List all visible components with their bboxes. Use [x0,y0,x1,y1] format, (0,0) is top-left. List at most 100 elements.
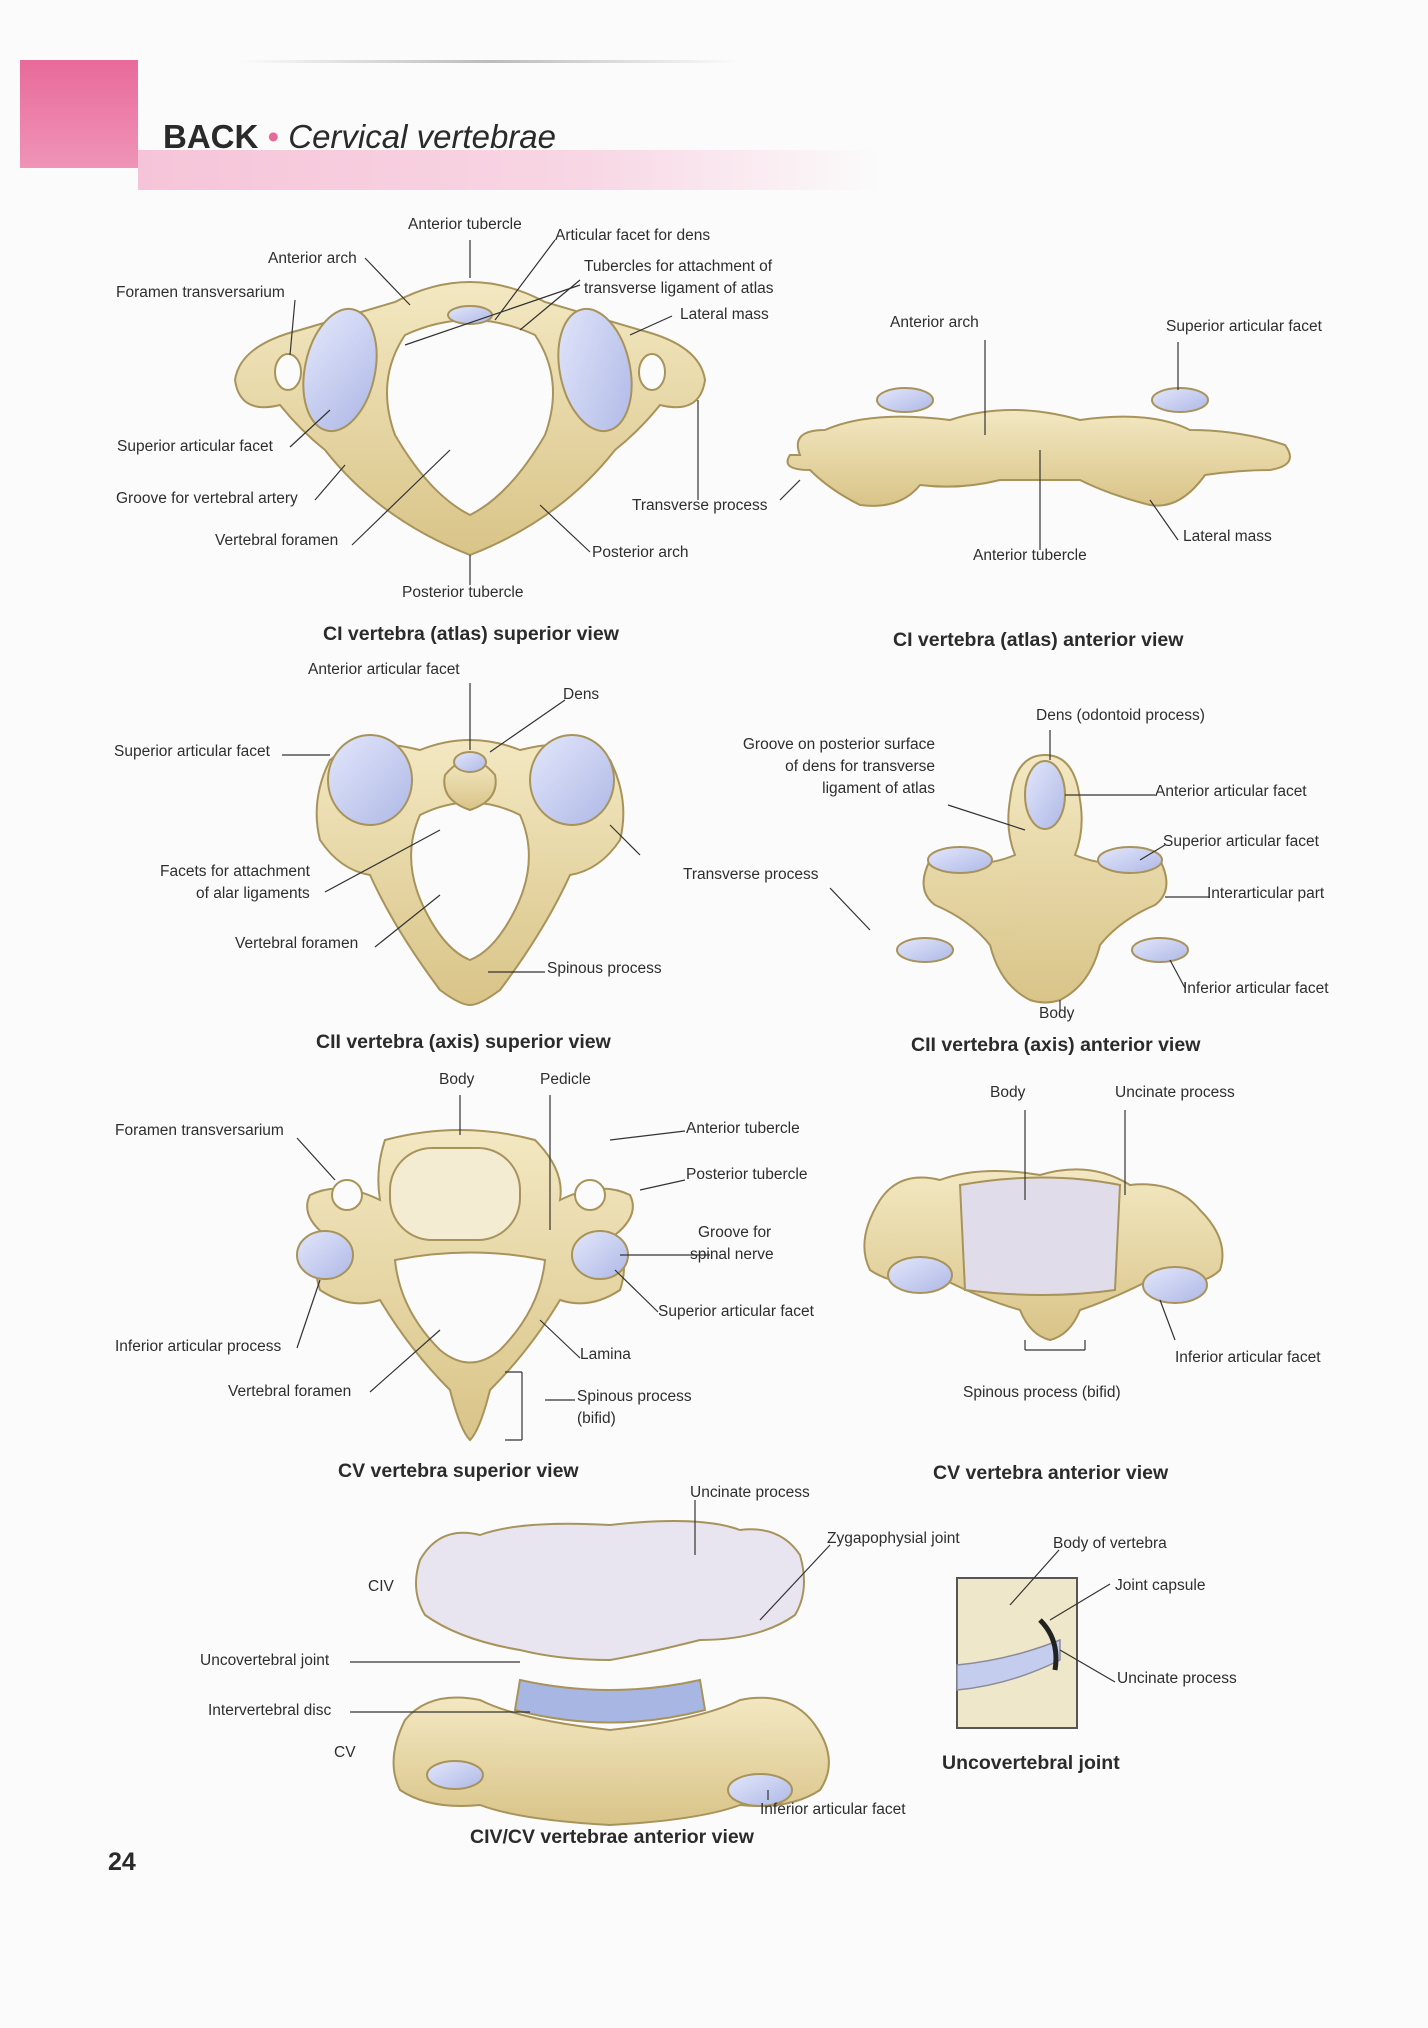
label-transverse-process: Transverse process [683,866,819,883]
label-pedicle: Pedicle [540,1071,591,1088]
title-separator: • [267,118,280,155]
header-rule [240,60,740,63]
label-spinous-process-bifid: Spinous process (bifid) [963,1384,1121,1401]
label-vertebral-foramen: Vertebral foramen [228,1383,352,1400]
label-zygapophysial-joint: Zygapophysial joint [827,1530,960,1547]
label-spinous-process: Spinous process [547,960,662,977]
label-superior-articular-facet: Superior articular facet [1166,318,1322,335]
label-groove-dens-3: ligament of atlas [822,780,935,797]
axis-anterior-illustration [896,753,1189,1004]
label-uncinate-process: Uncinate process [1117,1670,1237,1687]
label-groove-dens-2: of dens for transverse [785,758,935,775]
cv-superior-illustration [296,1129,634,1442]
cv-anterior-illustration [863,1168,1224,1342]
cv-superior-left-facet [296,1230,354,1280]
cv-superior-left-foramen-transversarium [331,1179,363,1211]
label-tubercles-transverse-ligament-2: transverse ligament of atlas [584,280,774,297]
label-foramen-transversarium: Foramen transversarium [116,284,285,301]
cv-superior-right-facet [571,1230,629,1280]
label-anterior-articular-facet: Anterior articular facet [1155,783,1307,800]
caption-atlas-superior: CI vertebra (atlas) superior view [323,623,619,645]
label-facets-alar-ligaments-2: of alar ligaments [196,885,310,902]
label-vertebral-foramen: Vertebral foramen [235,935,359,952]
section-name: BACK [163,118,259,155]
label-posterior-tubercle: Posterior tubercle [402,584,524,601]
label-lamina: Lamina [580,1346,631,1363]
label-joint-capsule: Joint capsule [1115,1577,1206,1594]
label-spinous-process: Spinous process [577,1388,692,1405]
caption-atlas-anterior: CI vertebra (atlas) anterior view [893,629,1184,651]
atlas-anterior-right-facet [1151,387,1209,413]
caption-uncovertebral-joint: Uncovertebral joint [942,1752,1120,1774]
label-body: Body [990,1084,1026,1101]
caption-cv-anterior: CV vertebra anterior view [933,1462,1169,1484]
atlas-right-superior-facet [557,307,633,433]
atlas-superior-illustration [233,281,707,557]
axis-superior-vertebral-foramen [410,801,530,962]
label-bifid: (bifid) [577,1410,616,1427]
civ-cv-left-facet [426,1760,484,1790]
cv-superior-right-foramen-transversarium [574,1179,606,1211]
label-superior-articular-facet: Superior articular facet [114,743,270,760]
cv-anterior-right-inferior-facet [1142,1266,1208,1304]
atlas-dens-facet [447,305,493,325]
label-anterior-tubercle: Anterior tubercle [686,1120,800,1137]
label-body: Body [1039,1005,1075,1022]
label-uncovertebral-joint: Uncovertebral joint [200,1652,330,1669]
cv-anterior-left-inferior-facet [887,1256,953,1294]
axis-anterior-dens-facet [1024,760,1066,830]
label-superior-articular-facet: Superior articular facet [658,1303,814,1320]
atlas-left-superior-facet [302,307,378,433]
atlas-anterior-body [786,409,1291,507]
label-lateral-mass: Lateral mass [680,306,769,323]
atlas-vertebral-foramen [386,319,554,517]
atlas-right-foramen-transversarium [638,353,666,391]
label-anterior-articular-facet: Anterior articular facet [308,661,460,678]
caption-cv-superior: CV vertebra superior view [338,1460,579,1482]
label-groove-spinal-nerve-1: Groove for [698,1224,772,1241]
label-uncinate-process: Uncinate process [1115,1084,1235,1101]
label-groove-dens-1: Groove on posterior surface [742,736,935,753]
label-superior-articular-facet: Superior articular facet [1163,833,1319,850]
label-inferior-articular-facet: Inferior articular facet [760,1801,906,1818]
uncovertebral-disc [956,1638,1061,1691]
label-uncinate-process: Uncinate process [690,1484,810,1501]
cv-anterior-body [958,1176,1122,1296]
civ-cv-inferior-articular-facet [727,1773,793,1807]
axis-superior-dens-facet [453,751,487,773]
label-anterior-tubercle: Anterior tubercle [408,216,522,233]
label-posterior-tubercle: Posterior tubercle [686,1166,808,1183]
cv-superior-vertebral-foramen [393,1251,547,1364]
label-groove-for-vertebral-artery: Groove for vertebral artery [116,490,298,507]
atlas-anterior-illustration [786,387,1291,507]
label-civ: CIV [368,1578,394,1595]
label-cv: CV [334,1744,356,1761]
header-pink-band [138,150,878,190]
label-transverse-process: Transverse process [632,497,768,514]
label-inferior-articular-facet: Inferior articular facet [1175,1349,1321,1366]
caption-axis-superior: CII vertebra (axis) superior view [316,1031,611,1053]
label-body: Body [439,1071,475,1088]
uncovertebral-illustration [956,1577,1078,1729]
axis-anterior-right-superior-facet [1097,846,1163,874]
axis-superior-right-facet [529,734,615,826]
label-vertebral-foramen: Vertebral foramen [215,532,339,549]
civ-cv-illustration [392,1520,830,1827]
axis-superior-left-facet [327,734,413,826]
section-subtitle: Cervical vertebrae [288,118,557,155]
label-tubercles-transverse-ligament-1: Tubercles for attachment of [584,258,773,275]
label-foramen-transversarium: Foramen transversarium [115,1122,284,1139]
caption-axis-anterior: CII vertebra (axis) anterior view [911,1034,1201,1056]
label-groove-spinal-nerve-2: spinal nerve [690,1246,774,1263]
label-dens-odontoid-process: Dens (odontoid process) [1036,707,1205,724]
uncovertebral-capsule [1038,1618,1059,1671]
label-superior-articular-facet: Superior articular facet [117,438,273,455]
civ-vertebra [415,1520,805,1662]
label-intervertebral-disc: Intervertebral disc [208,1702,332,1719]
label-body-of-vertebra: Body of vertebra [1053,1535,1167,1552]
atlas-anterior-left-facet [876,387,934,413]
axis-superior-illustration [315,734,625,1007]
leader-lines [282,239,1210,1800]
